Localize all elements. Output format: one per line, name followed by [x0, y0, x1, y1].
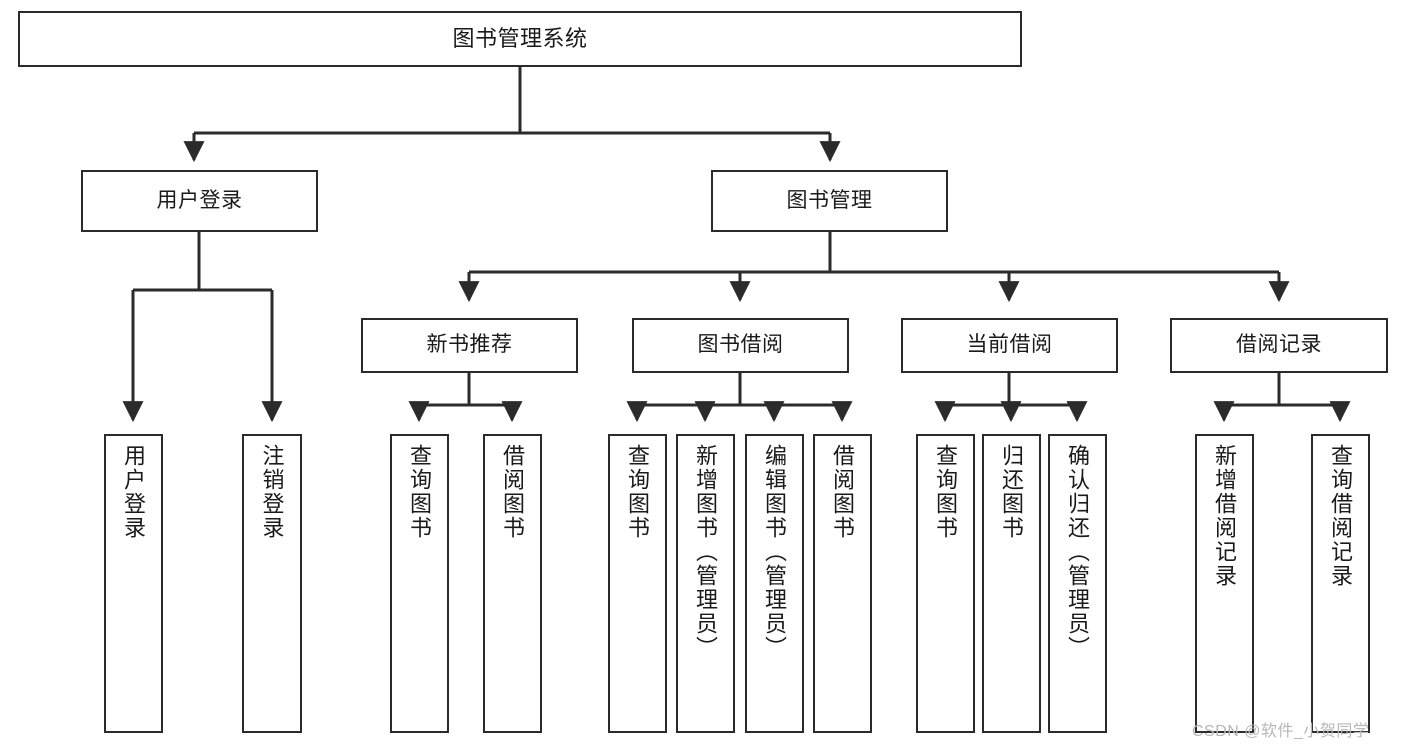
- node-label: 当前借阅: [966, 333, 1053, 357]
- node-label: 新增图书（管理员）: [693, 444, 719, 660]
- node-leaf-edit-book-admin[interactable]: 编辑图书（管理员）: [745, 434, 804, 733]
- node-label: 查询图书: [407, 444, 433, 540]
- node-label: 图书管理系统: [452, 26, 588, 52]
- node-new-book-recommendation[interactable]: 新书推荐: [361, 318, 578, 373]
- node-root-book-management-system[interactable]: 图书管理系统: [18, 11, 1022, 67]
- node-borrow-record[interactable]: 借阅记录: [1170, 318, 1388, 373]
- node-leaf-return-book[interactable]: 归还图书: [982, 434, 1041, 733]
- node-label: 查询借阅记录: [1328, 444, 1354, 588]
- node-current-borrow[interactable]: 当前借阅: [901, 318, 1118, 373]
- node-leaf-add-borrow-record[interactable]: 新增借阅记录: [1195, 434, 1254, 733]
- node-user-login[interactable]: 用户登录: [81, 170, 318, 232]
- node-label: 注销登录: [259, 444, 285, 540]
- node-label: 图书管理: [786, 188, 873, 212]
- node-label: 确认归还（管理员）: [1065, 444, 1091, 660]
- node-leaf-confirm-return-admin[interactable]: 确认归还（管理员）: [1048, 434, 1107, 733]
- node-label: 查询图书: [933, 444, 959, 540]
- node-label: 归还图书: [999, 444, 1025, 540]
- node-leaf-query-book-newbook[interactable]: 查询图书: [390, 434, 449, 733]
- node-label: 图书借阅: [697, 333, 784, 357]
- node-leaf-query-book-borrow[interactable]: 查询图书: [608, 434, 667, 733]
- csdn-watermark: CSDN @软件_小贺同学: [1192, 723, 1370, 740]
- node-leaf-borrow-book-borrow[interactable]: 借阅图书: [813, 434, 872, 733]
- node-leaf-query-borrow-record[interactable]: 查询借阅记录: [1311, 434, 1370, 733]
- node-label: 用户登录: [156, 188, 243, 212]
- node-label: 新增借阅记录: [1212, 444, 1238, 588]
- node-book-borrow[interactable]: 图书借阅: [632, 318, 849, 373]
- node-label: 借阅记录: [1236, 333, 1322, 357]
- node-label: 编辑图书（管理员）: [762, 444, 788, 660]
- node-label: 用户登录: [121, 444, 147, 540]
- node-leaf-borrow-book-newbook[interactable]: 借阅图书: [483, 434, 542, 733]
- node-label: 查询图书: [625, 444, 651, 540]
- node-book-management[interactable]: 图书管理: [711, 170, 948, 232]
- node-leaf-query-book-current[interactable]: 查询图书: [916, 434, 975, 733]
- node-leaf-add-book-admin[interactable]: 新增图书（管理员）: [676, 434, 735, 733]
- node-leaf-logout-login[interactable]: 注销登录: [242, 434, 302, 733]
- node-label: 借阅图书: [830, 444, 856, 540]
- node-leaf-user-login[interactable]: 用户登录: [104, 434, 163, 733]
- node-label: 借阅图书: [500, 444, 526, 540]
- node-label: 新书推荐: [426, 333, 513, 357]
